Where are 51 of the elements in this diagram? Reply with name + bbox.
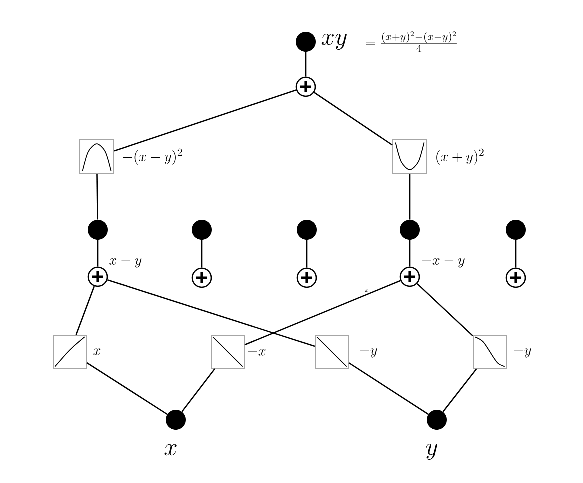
connector — [409, 174, 411, 220]
sum-node — [296, 268, 318, 288]
connector — [314, 92, 393, 146]
connector — [114, 90, 297, 152]
formula-label: $y$ — [426, 444, 438, 460]
connector — [515, 240, 517, 268]
sum-node — [296, 76, 316, 98]
connector — [97, 240, 99, 267]
connector — [409, 240, 411, 267]
neuron-dot — [297, 220, 317, 240]
connector — [416, 283, 474, 337]
activation-box — [315, 335, 349, 369]
activation-box — [80, 140, 114, 174]
neuron-dot — [192, 220, 212, 240]
activation-box — [392, 140, 428, 174]
formula-label: $x$ — [164, 444, 177, 456]
connector — [348, 362, 429, 415]
sum-node — [192, 268, 212, 288]
formula-label: $x-y$ — [110, 258, 142, 268]
activation-box — [53, 335, 87, 369]
connector — [182, 368, 216, 412]
connector — [244, 280, 401, 346]
connector — [442, 368, 478, 412]
neuron-dot — [400, 220, 420, 240]
neuron-dot — [506, 220, 526, 240]
connector — [306, 240, 308, 268]
formula-label: $xy$ — [322, 34, 347, 50]
connector — [107, 279, 316, 348]
connector — [96, 174, 99, 220]
neuron-dot — [427, 410, 447, 430]
formula-label: $-y$ — [514, 348, 532, 358]
connector — [86, 362, 168, 416]
neuron-dot — [88, 220, 108, 240]
formula-label: $-y$ — [360, 348, 378, 358]
activation-box — [211, 335, 245, 369]
sum-node — [506, 268, 526, 288]
formula-label: $-(x-y)^2$ — [123, 148, 182, 165]
formula-label: $x$ — [94, 348, 101, 356]
activation-box — [473, 335, 507, 369]
connector — [201, 240, 203, 268]
sum-node — [88, 266, 108, 288]
formula-label: $-x$ — [248, 349, 266, 356]
neuron-dot — [296, 32, 316, 52]
formula-label: $-x-y$ — [422, 258, 465, 268]
sum-node — [400, 266, 420, 288]
connector — [305, 52, 307, 77]
formula-label: $(x+y)^2$ — [436, 148, 484, 165]
formula-label: $= \frac{(x+y)^2-(x-y)^2}{4}$ — [366, 32, 457, 52]
neuron-dot — [166, 410, 186, 430]
connector — [76, 286, 96, 336]
tiny-mark: $x$ — [366, 290, 368, 292]
